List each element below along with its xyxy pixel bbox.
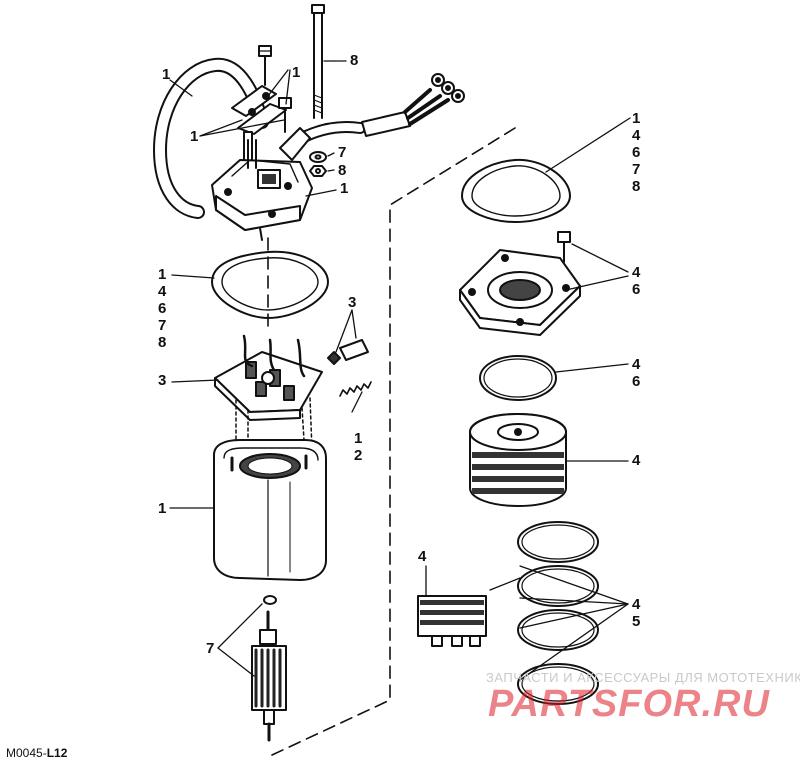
figure-code: M0045-L12 [6, 746, 67, 760]
through-bolt [311, 4, 325, 119]
callout-end-cap: 1 [340, 180, 349, 197]
callout-bolt: 8 [350, 52, 359, 69]
brush-plate [214, 334, 323, 451]
callout-gasket-right: 1 4 6 7 8 [632, 110, 641, 195]
callout-rings: 4 5 [632, 596, 641, 630]
gasket-right [461, 158, 571, 223]
figure-code-suffix: L12 [46, 746, 68, 760]
watermark-tagline: ЗАПЧАСТИ И АКСЕССУАРЫ ДЛЯ МОТОТЕХНИКИ [486, 670, 800, 685]
callout-gasket-left: 1 4 6 7 8 [158, 266, 167, 351]
callout-cap-screws: 1 [292, 64, 301, 81]
callout-oring: 4 6 [632, 356, 641, 390]
watermark-brand: PARTSFOR.RU [488, 683, 770, 725]
armature [251, 595, 287, 742]
cap-screw [258, 45, 272, 86]
callout-pump-body: 4 [632, 452, 641, 469]
seal-rings [517, 521, 599, 705]
callout-hose: 1 [162, 66, 171, 83]
end-cap [211, 139, 313, 241]
motor-frame [213, 439, 327, 581]
brushes [327, 339, 369, 365]
callout-nut: 8 [338, 162, 347, 179]
callout-washer: 7 [338, 144, 347, 161]
cable-leads [279, 73, 465, 161]
callout-armature: 7 [206, 640, 215, 657]
oring-right [479, 355, 557, 401]
callout-mount-screw: 4 6 [632, 264, 641, 298]
leader-lines [169, 60, 631, 681]
callout-frame: 1 [158, 500, 167, 517]
callout-brush-plate: 3 [158, 372, 167, 389]
clamp-screw [278, 97, 292, 133]
washer [309, 151, 327, 163]
callout-spring: 1 2 [354, 430, 363, 464]
figure-code-prefix: M0045- [6, 746, 47, 760]
assembly-dashed-line [267, 127, 516, 756]
brush-spring [339, 381, 372, 397]
callout-clamp-screws: 1 [190, 128, 199, 145]
mount-screw [557, 231, 571, 263]
callout-brushes: 3 [348, 294, 357, 311]
nut [309, 165, 327, 177]
valve-block [417, 595, 487, 647]
gasket-left [211, 250, 329, 319]
pump-body [469, 413, 567, 507]
pump-end-plate [459, 249, 581, 336]
hose [153, 57, 269, 219]
callout-valve-block: 4 [418, 548, 427, 565]
